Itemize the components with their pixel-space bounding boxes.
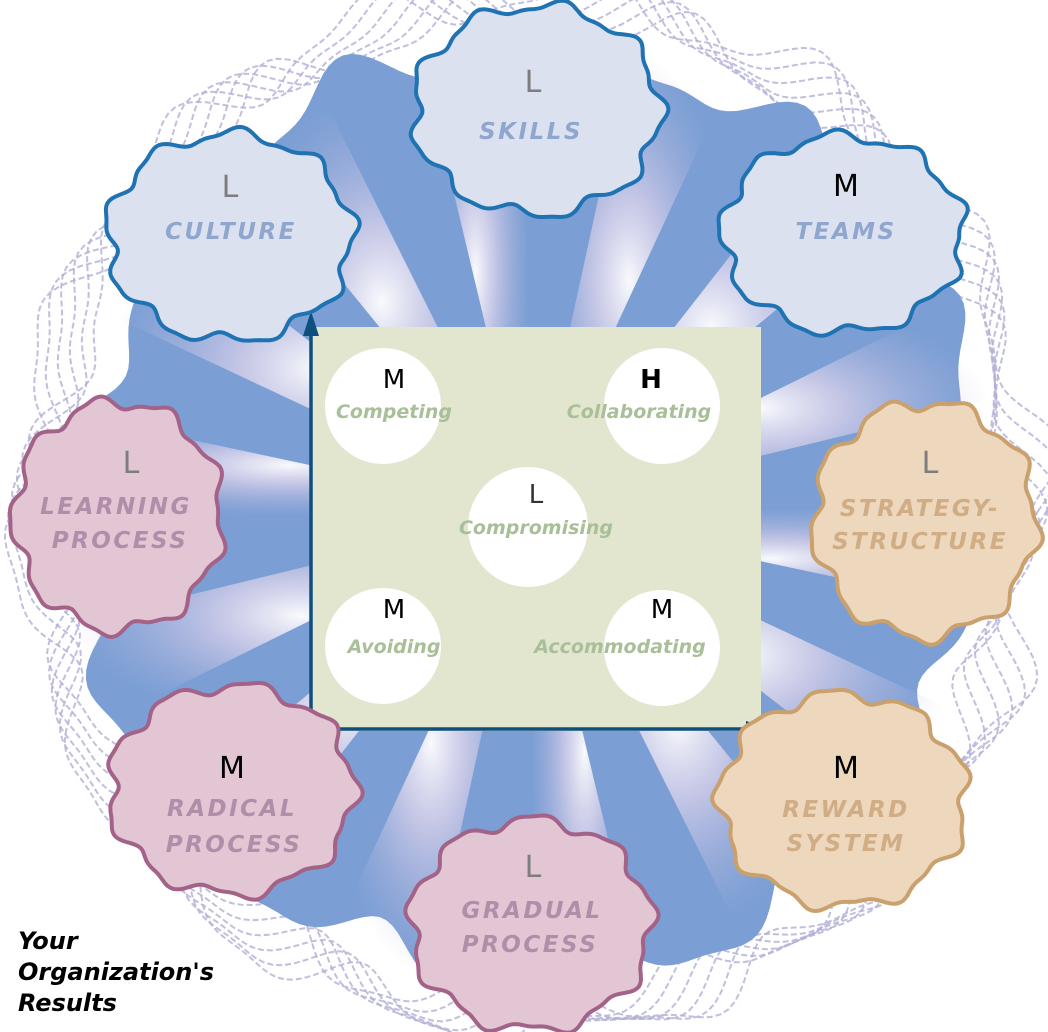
- style-circle: [468, 467, 588, 587]
- petal-radical-process: M RADICAL PROCESS: [106, 680, 365, 902]
- style-level: M: [651, 595, 673, 625]
- petal-label: LEARNING: [40, 494, 192, 520]
- style-circle: [604, 348, 720, 464]
- petal-label: TEAMS: [795, 219, 896, 245]
- style-label: Competing: [336, 401, 452, 423]
- petal-level: L: [525, 850, 542, 885]
- style-level: H: [640, 365, 662, 395]
- petal-culture: L CULTURE: [103, 124, 362, 343]
- style-circle: [325, 348, 441, 464]
- style-level: L: [529, 480, 544, 510]
- up-arrow-icon: [303, 311, 319, 336]
- petal-reward-system: M REWARD SYSTEM: [710, 687, 973, 914]
- style-label: Accommodating: [532, 636, 706, 658]
- petal-label: PROCESS: [166, 832, 303, 858]
- petal-skills: L SKILLS: [408, 0, 671, 220]
- style-level: M: [383, 365, 405, 395]
- style-circle: [325, 588, 441, 704]
- petal-level: L: [222, 170, 239, 205]
- caption-line-3: Results: [18, 989, 117, 1017]
- style-label: Avoiding: [346, 636, 441, 658]
- petal-blob: [7, 394, 228, 640]
- results-caption: Your Organization's Results: [18, 926, 214, 1019]
- petal-blob: [716, 127, 970, 338]
- petal-label: STRATEGY-: [840, 496, 1000, 522]
- petal-level: M: [219, 751, 245, 786]
- petal-blob: [106, 680, 365, 902]
- petal-label: SKILLS: [479, 119, 583, 145]
- petal-strategy-structure: L STRATEGY- STRUCTURE: [809, 399, 1045, 647]
- petal-label: RADICAL: [167, 796, 297, 822]
- petal-label: GRADUAL: [461, 898, 602, 924]
- petal-label: PROCESS: [52, 528, 189, 554]
- petal-gradual-process: L GRADUAL PROCESS: [403, 813, 661, 1032]
- style-compromising: L Compromising: [459, 467, 613, 587]
- petal-blob: [103, 124, 362, 343]
- style-label: Collaborating: [567, 401, 711, 423]
- petal-teams: M TEAMS: [716, 127, 970, 338]
- petal-label: STRUCTURE: [832, 529, 1008, 555]
- style-avoiding: M Avoiding: [325, 588, 441, 704]
- caption-line-1: Your: [18, 927, 78, 955]
- caption-line-2: Organization's: [18, 958, 214, 986]
- petal-label: PROCESS: [462, 932, 599, 958]
- style-level: M: [383, 595, 405, 625]
- petal-label: REWARD: [782, 797, 910, 823]
- style-competing: M Competing: [325, 348, 452, 464]
- petal-level: M: [833, 751, 859, 786]
- style-label: Compromising: [459, 517, 613, 539]
- style-circle: [604, 590, 720, 706]
- petal-blob: [403, 813, 661, 1032]
- petal-label: SYSTEM: [786, 831, 905, 857]
- petal-blob: [809, 399, 1045, 647]
- petal-blob: [710, 687, 973, 914]
- petal-level: L: [525, 65, 542, 100]
- petal-level: L: [922, 446, 939, 481]
- style-accommodating: M Accommodating: [532, 590, 720, 706]
- petal-label: CULTURE: [165, 219, 297, 245]
- petal-blob: [408, 0, 671, 220]
- petal-level: L: [123, 446, 140, 481]
- petal-level: M: [833, 169, 859, 204]
- style-collaborating: H Collaborating: [567, 348, 720, 464]
- petal-learning-process: L LEARNING PROCESS: [7, 394, 228, 640]
